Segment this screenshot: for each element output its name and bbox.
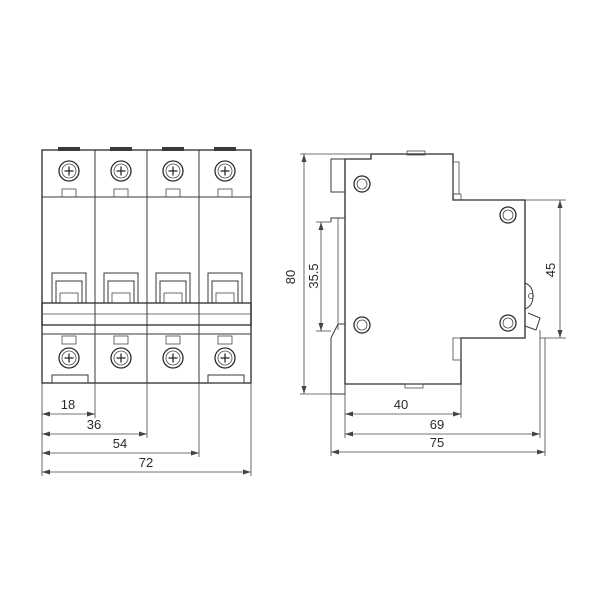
terminal-screw-icon: [214, 160, 236, 182]
dimension-80: 80: [283, 270, 298, 284]
front-view: [41, 147, 252, 384]
toggle-lever-icon: [103, 272, 139, 304]
dimension-72: 72: [139, 455, 153, 470]
terminal-screw-icon: [58, 347, 80, 369]
terminal-screw-icon: [58, 160, 80, 182]
dimension-40: 40: [394, 397, 408, 412]
dimension-36: 36: [87, 417, 101, 432]
front-dimensions: 18 36 54 72: [41, 383, 252, 476]
bottom-terminal-screws: [58, 335, 236, 369]
toggle-lever-icon: [207, 272, 243, 304]
dimension-45: 45: [543, 263, 558, 277]
dimension-75: 75: [430, 435, 444, 450]
dimension-35-5: 35.5: [306, 263, 321, 288]
terminal-screw-icon: [110, 160, 132, 182]
toggle-lever-icon: [51, 272, 87, 304]
side-dimensions: 80 35.5 45 40 69 75: [283, 153, 566, 456]
terminal-screw-icon: [162, 160, 184, 182]
terminal-screw-icon: [162, 347, 184, 369]
dimension-54: 54: [113, 436, 127, 451]
top-caps: [58, 147, 236, 151]
terminal-screw-icon: [110, 347, 132, 369]
dimension-69: 69: [430, 417, 444, 432]
din-clips: [51, 374, 245, 384]
side-body-outline: [344, 153, 526, 385]
side-view: [330, 150, 541, 395]
mounting-holes: [353, 175, 517, 334]
side-toggle-handle: [524, 282, 541, 331]
toggle-lever-icon: [155, 272, 191, 304]
dimension-18: 18: [61, 397, 75, 412]
terminal-screw-icon: [214, 347, 236, 369]
